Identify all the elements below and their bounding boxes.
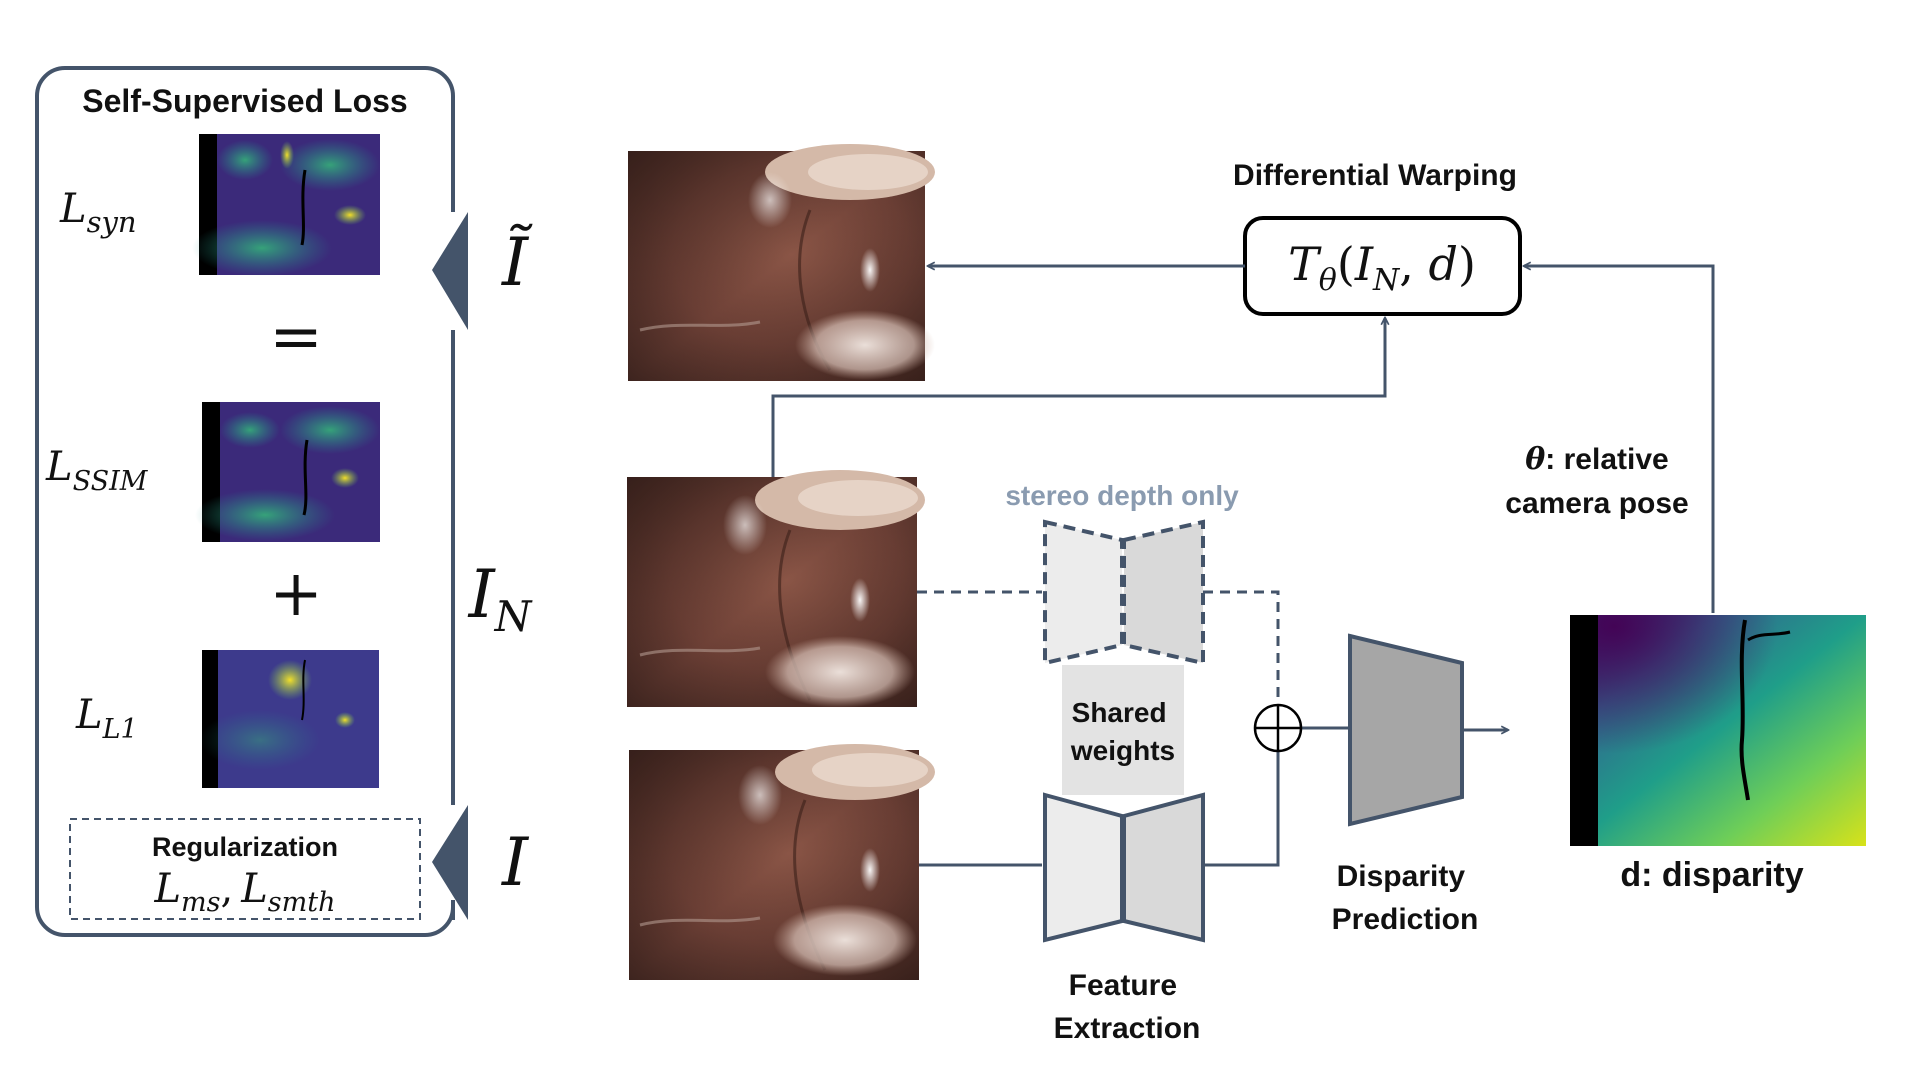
feature-extraction-label: Feature Extraction — [1054, 969, 1201, 1045]
concat-operator — [1253, 703, 1303, 753]
stereo-dashed-lines — [917, 590, 1280, 710]
stereo-depth-note: stereo depth only — [1005, 480, 1239, 511]
l-l1-error-map — [200, 650, 379, 788]
loss-input-arrow-warped — [432, 212, 468, 330]
shared-weights-band — [1062, 665, 1184, 795]
plus-sign: + — [269, 557, 323, 631]
regularization-title: Regularization — [152, 832, 338, 862]
original-image-symbol: I — [501, 824, 530, 901]
regularization-box — [69, 818, 421, 920]
disparity-predictor — [1348, 633, 1464, 827]
loss-l-ssim-label: LSSIM — [45, 444, 149, 497]
loss-panel-title: Self-Supervised Loss — [82, 83, 407, 119]
loss-l-l1-label: LL1 — [75, 692, 138, 745]
loss-l-syn-label: Lsyn — [59, 186, 137, 239]
connector-lines — [771, 266, 1715, 867]
pose-label-line2: camera pose — [1505, 487, 1688, 520]
warped-image-symbol: Ĩ — [501, 224, 533, 301]
regularization-terms: Lms,Lsmth — [153, 866, 335, 918]
loss-input-arrow-original — [432, 805, 468, 920]
disparity-map — [1570, 615, 1866, 846]
original-tissue-image — [629, 744, 935, 980]
feature-extraction-encoder — [1043, 792, 1205, 943]
warping-formula: Tθ(IN, d) — [1288, 237, 1476, 298]
differential-warping-title: Differential Warping — [1233, 159, 1517, 192]
shared-weights-label: Shared weights — [1070, 697, 1175, 766]
neighbor-tissue-image — [627, 470, 925, 708]
pose-label: θ: relative — [1525, 442, 1668, 477]
warped-tissue-image — [628, 144, 935, 381]
equals-sign: = — [269, 300, 323, 374]
disparity-output-label: d: disparity — [1620, 856, 1803, 894]
stereo-feature-encoder — [1043, 519, 1205, 666]
l-ssim-error-map — [195, 402, 380, 542]
disparity-prediction-label: Disparity Prediction — [1332, 860, 1479, 936]
l-syn-error-map — [192, 134, 380, 276]
neighbor-image-symbol: IN — [468, 556, 533, 641]
